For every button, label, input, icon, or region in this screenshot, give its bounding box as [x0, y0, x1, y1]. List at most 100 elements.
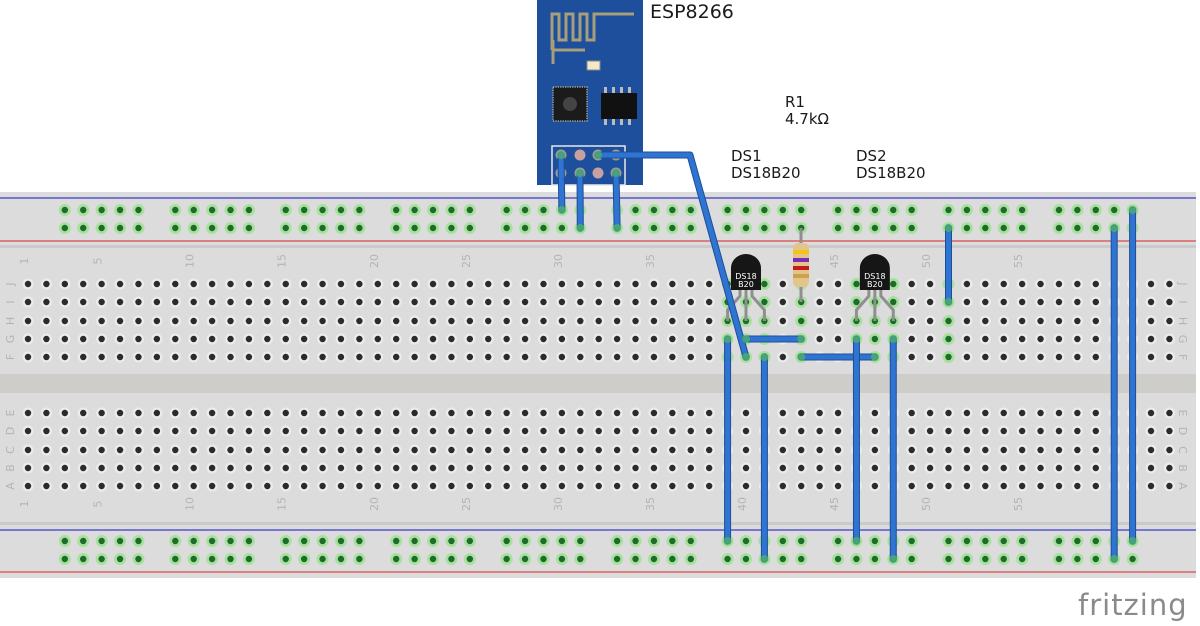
hole-I29 — [540, 298, 547, 306]
hole-J25 — [466, 280, 474, 288]
hole-C45 — [834, 446, 842, 454]
hole-A62 — [1147, 482, 1155, 490]
hole-J24 — [448, 280, 455, 288]
hole-B43 — [798, 464, 805, 472]
rail-hole-t2-5 — [98, 224, 105, 232]
hole-D24 — [448, 427, 455, 435]
hole-C10 — [190, 446, 197, 454]
hole-F27 — [503, 353, 510, 361]
hole-E37 — [687, 409, 694, 417]
rail-hole-b1-28 — [521, 537, 529, 545]
hole-B32 — [595, 464, 602, 472]
hole-D6 — [116, 427, 124, 435]
hole-B19 — [356, 464, 363, 472]
hole-C35 — [650, 446, 658, 454]
hole-E35 — [650, 409, 658, 417]
hole-F8 — [153, 353, 161, 361]
hole-H38 — [705, 317, 713, 325]
espressif-logo — [563, 97, 577, 111]
hole-E15 — [282, 409, 289, 417]
hole-J26 — [485, 280, 492, 288]
hole-J20 — [374, 280, 381, 288]
hole-B54 — [1000, 464, 1007, 472]
hole-C53 — [982, 446, 989, 454]
hole-D47 — [871, 427, 879, 435]
rail-hole-b1-35 — [650, 537, 658, 545]
column-label-25: 25 — [460, 497, 473, 511]
hole-E50 — [926, 409, 934, 417]
hole-G23 — [429, 335, 437, 343]
hole-E16 — [300, 409, 308, 417]
r1-color-band — [793, 250, 809, 254]
column-label-50: 50 — [920, 497, 933, 511]
hole-I23 — [429, 298, 437, 306]
hole-D22 — [411, 427, 418, 435]
hole-I31 — [577, 298, 584, 306]
hole-A29 — [540, 482, 547, 490]
hole-G1 — [24, 335, 32, 343]
hole-H5 — [98, 317, 105, 325]
rail-hole-t1-42 — [779, 206, 787, 214]
hole-H55 — [1018, 317, 1026, 325]
hole-G7 — [135, 335, 142, 343]
rail-hole-t1-4 — [80, 206, 87, 214]
hole-F36 — [669, 353, 676, 361]
rail-hole-t2-48 — [890, 224, 897, 232]
rail-hole-t2-6 — [116, 224, 124, 232]
hole-F37 — [687, 353, 694, 361]
hole-I33 — [613, 298, 621, 306]
wire-ds2-vcc-end — [889, 555, 898, 563]
hole-A31 — [577, 482, 584, 490]
column-label-10: 10 — [184, 497, 197, 511]
rail-hole-t2-40 — [742, 224, 750, 232]
hole-G22 — [411, 335, 418, 343]
hole-D8 — [153, 427, 161, 435]
rail-hole-t1-49 — [908, 206, 915, 214]
hole-E51 — [945, 409, 952, 417]
hole-J27 — [503, 280, 510, 288]
rail-hole-t2-13 — [245, 224, 253, 232]
ds2-designator: DS2 — [856, 147, 887, 165]
hole-I1 — [24, 298, 32, 306]
hole-H32 — [595, 317, 602, 325]
rail-hole-b2-54 — [1000, 555, 1007, 563]
hole-E19 — [356, 409, 363, 417]
row-label-J: J — [1176, 281, 1189, 285]
hole-G30 — [558, 335, 566, 343]
hole-E54 — [1000, 409, 1007, 417]
rail-hole-b1-55 — [1018, 537, 1026, 545]
rail-hole-b2-4 — [80, 555, 87, 563]
rail-hole-b1-31 — [577, 537, 584, 545]
hole-I46 — [853, 298, 860, 306]
wire-esp-gpio-data-end — [741, 353, 750, 361]
rail-hole-b2-59 — [1092, 555, 1099, 563]
hole-B7 — [135, 464, 142, 472]
hole-A4 — [80, 482, 87, 490]
rail-hole-b2-18 — [337, 555, 345, 563]
hole-F35 — [650, 353, 658, 361]
hole-D21 — [393, 427, 400, 435]
rail-hole-t2-59 — [1092, 224, 1099, 232]
hole-A14 — [264, 482, 271, 490]
ds1-leg — [750, 285, 766, 321]
hole-J1 — [24, 280, 32, 288]
hole-F1 — [24, 353, 32, 361]
hole-F12 — [227, 353, 234, 361]
hole-H1 — [24, 317, 32, 325]
hole-E44 — [816, 409, 823, 417]
rail-hole-b1-17 — [319, 537, 326, 545]
rail-hole-b1-15 — [282, 537, 289, 545]
hole-H2 — [43, 317, 50, 325]
rail-hole-b2-49 — [908, 555, 915, 563]
hole-B62 — [1147, 464, 1155, 472]
rail-hole-b1-27 — [503, 537, 510, 545]
hole-J50 — [926, 280, 934, 288]
hole-F2 — [43, 353, 50, 361]
hole-D54 — [1000, 427, 1007, 435]
hole-F59 — [1092, 353, 1099, 361]
hole-I10 — [190, 298, 197, 306]
hole-D15 — [282, 427, 289, 435]
hole-C33 — [613, 446, 621, 454]
hole-D37 — [687, 427, 694, 435]
hole-D23 — [429, 427, 437, 435]
